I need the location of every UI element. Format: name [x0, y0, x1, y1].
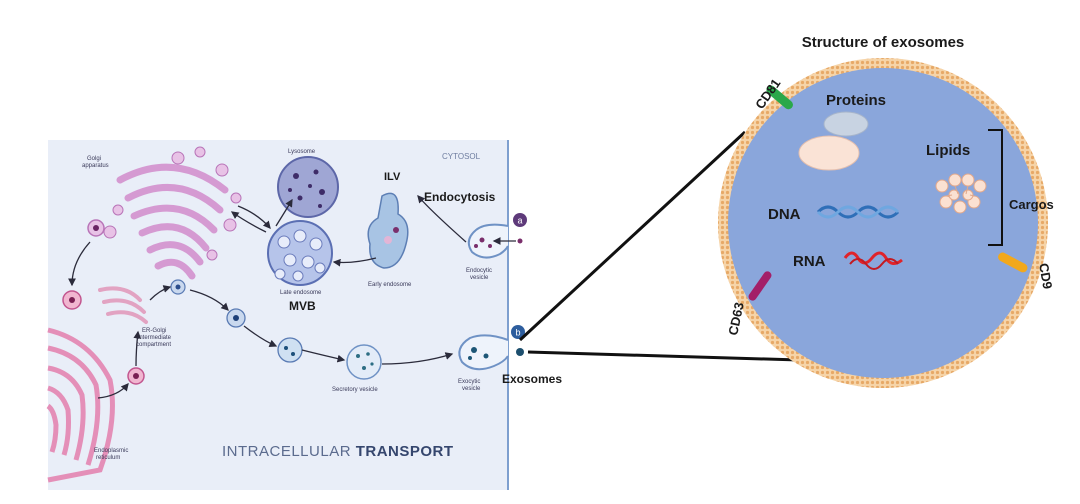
cd63-label: CD63 — [725, 301, 747, 337]
badge-a — [513, 213, 527, 227]
exosome-structure-title: Structure of exosomes — [802, 34, 965, 51]
lysosome-label: Lysosome — [288, 149, 316, 155]
protein-shape-1 — [823, 111, 869, 137]
svg-text:a: a — [517, 216, 522, 226]
endocytosis-label: Endocytosis — [424, 190, 496, 204]
badge-b — [511, 325, 525, 339]
lipids-label: Lipids — [926, 142, 970, 159]
transport-vesicle — [277, 337, 303, 363]
cargos-bracket — [988, 129, 1003, 246]
endocytic-vesicle — [467, 223, 509, 259]
late-endosome-label: Late endosome — [280, 290, 322, 296]
secretory-vesicle — [346, 344, 382, 380]
pathway-arrows — [68, 195, 516, 399]
protein-shape-2 — [798, 135, 860, 171]
svg-text:b: b — [515, 328, 520, 338]
golgi-vesicles — [103, 146, 242, 261]
exocytic-vesicle — [458, 334, 509, 371]
er-golgi-label: ER-Golgi intermediate compartment — [136, 328, 173, 348]
golgi-apparatus — [116, 163, 229, 280]
ilv-label: ILV — [384, 171, 401, 183]
lysosome — [277, 156, 339, 218]
early-endosome-label: Early endosome — [368, 282, 412, 288]
er-label: Endoplasmic reticulum — [94, 448, 130, 461]
rna-label: RNA — [793, 253, 826, 270]
er-golgi-compartment — [98, 286, 148, 324]
secretory-vesicle-label: Secretory vesicle — [332, 387, 378, 393]
cd9-marker — [998, 252, 1028, 273]
released-exosome — [516, 348, 524, 356]
endoplasmic-reticulum — [46, 327, 115, 483]
intracellular-panel: CYTOSOL Golgi — [46, 140, 562, 490]
cd9-label: CD9 — [1036, 262, 1055, 290]
cd81-marker — [766, 85, 793, 110]
cd63-marker — [748, 271, 772, 301]
exocytic-vesicle-label: Exocytic vesicle — [458, 379, 482, 392]
dna-label: DNA — [768, 206, 801, 223]
mvb-label: MVB — [289, 299, 316, 313]
endocytic-vesicle-label: Endocytic vesicle — [466, 268, 494, 281]
exosomes-label: Exosomes — [502, 372, 562, 386]
intracellular-transport-title: INTRACELLULAR TRANSPORT — [222, 443, 454, 460]
exosome-lumen — [728, 68, 1038, 378]
cargos-label: Cargos — [1009, 197, 1054, 212]
proteins-label: Proteins — [826, 92, 886, 109]
early-endosome — [367, 192, 409, 269]
dna-helix — [816, 205, 900, 219]
zoom-line-top — [518, 130, 747, 342]
rna-strand — [843, 251, 903, 265]
cytosol-label: CYTOSOL — [442, 152, 481, 161]
golgi-label: Golgi apparatus — [82, 156, 109, 169]
